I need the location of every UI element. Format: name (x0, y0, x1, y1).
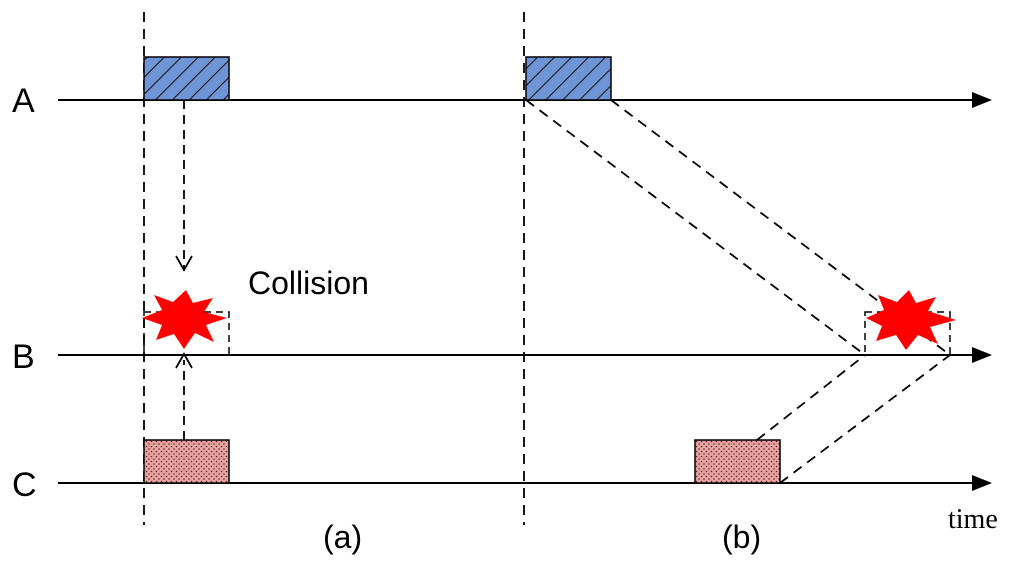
packet-a-panel-a (143, 56, 230, 101)
node-label-a: A (12, 82, 35, 120)
collision-burst-b (866, 290, 956, 350)
signal-arrow-c-to-b (175, 352, 193, 440)
panel-a-label: (a) (323, 519, 362, 555)
packet-a-panel-b (525, 56, 612, 101)
propagation-c-to-b (756, 354, 951, 484)
timeline-b-arrowhead (972, 347, 992, 363)
timeline-a-arrowhead (972, 92, 992, 108)
collision-label: Collision (248, 265, 369, 301)
panel-b-label: (b) (722, 519, 761, 555)
collision-burst-a (142, 290, 227, 349)
packet-c-panel-b (694, 439, 781, 484)
time-axis-label: time (948, 504, 998, 535)
packet-c-panel-a (143, 439, 230, 484)
node-label-b: B (12, 338, 35, 376)
signal-arrow-a-to-b (175, 100, 193, 272)
timeline-c-arrowhead (972, 475, 992, 491)
propagation-a-to-b (525, 99, 951, 356)
node-label-c: C (12, 466, 37, 504)
